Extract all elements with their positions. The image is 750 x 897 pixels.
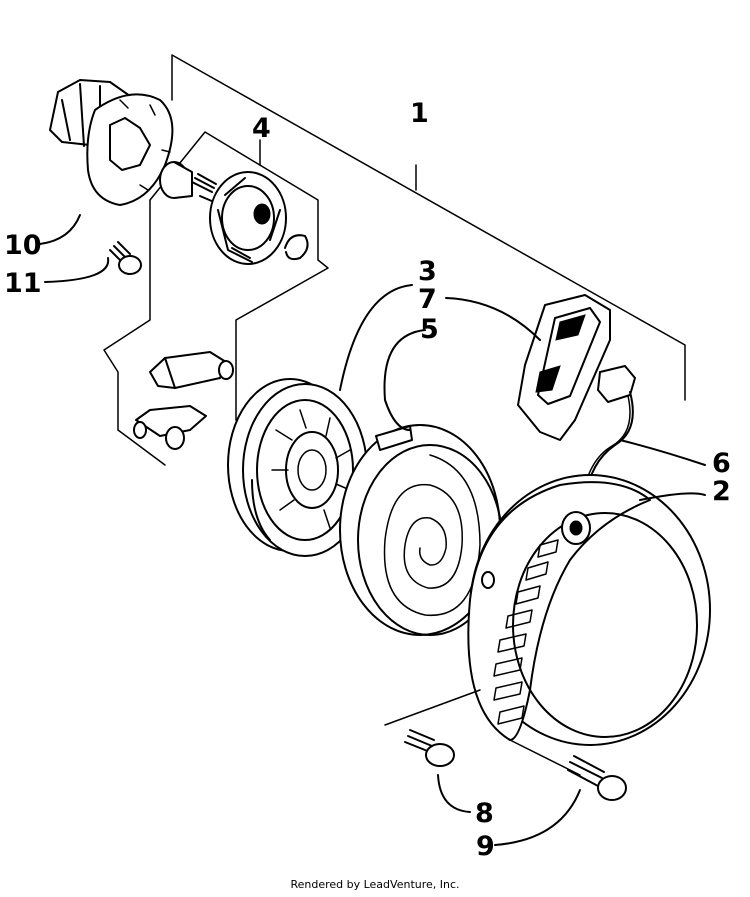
callout-9: 9 <box>476 831 495 862</box>
center-shaft <box>159 161 217 203</box>
starter-cup-part-10 <box>39 79 174 245</box>
screw-part-9 <box>494 755 627 846</box>
callout-6: 6 <box>712 448 731 479</box>
callout-11: 11 <box>4 268 42 299</box>
callout-2: 2 <box>712 476 731 507</box>
callout-3: 3 <box>418 256 437 287</box>
callout-8: 8 <box>475 798 494 829</box>
starter-housing-part-2 <box>467 474 711 746</box>
retaining-ring <box>284 234 309 261</box>
callout-1: 1 <box>410 98 429 129</box>
assembly-bracket-1 <box>171 54 686 401</box>
pawl-lower <box>133 405 207 450</box>
leader-3 <box>339 284 413 391</box>
starter-handle-part-7 <box>445 294 636 441</box>
callout-7: 7 <box>418 284 437 315</box>
callout-4: 4 <box>252 113 271 144</box>
callout-5: 5 <box>420 314 439 345</box>
assembly-bracket-4 <box>103 131 329 466</box>
rope-pulley-part-3 <box>227 378 368 557</box>
callout-10: 10 <box>4 230 42 261</box>
pawl-plate <box>209 171 287 265</box>
screw-part-8 <box>404 729 471 813</box>
pawl-upper <box>149 351 234 389</box>
screw-part-11 <box>44 241 142 283</box>
footer-credit: Rendered by LeadVenture, Inc. <box>290 878 460 891</box>
housing-vent-slots <box>493 539 559 725</box>
